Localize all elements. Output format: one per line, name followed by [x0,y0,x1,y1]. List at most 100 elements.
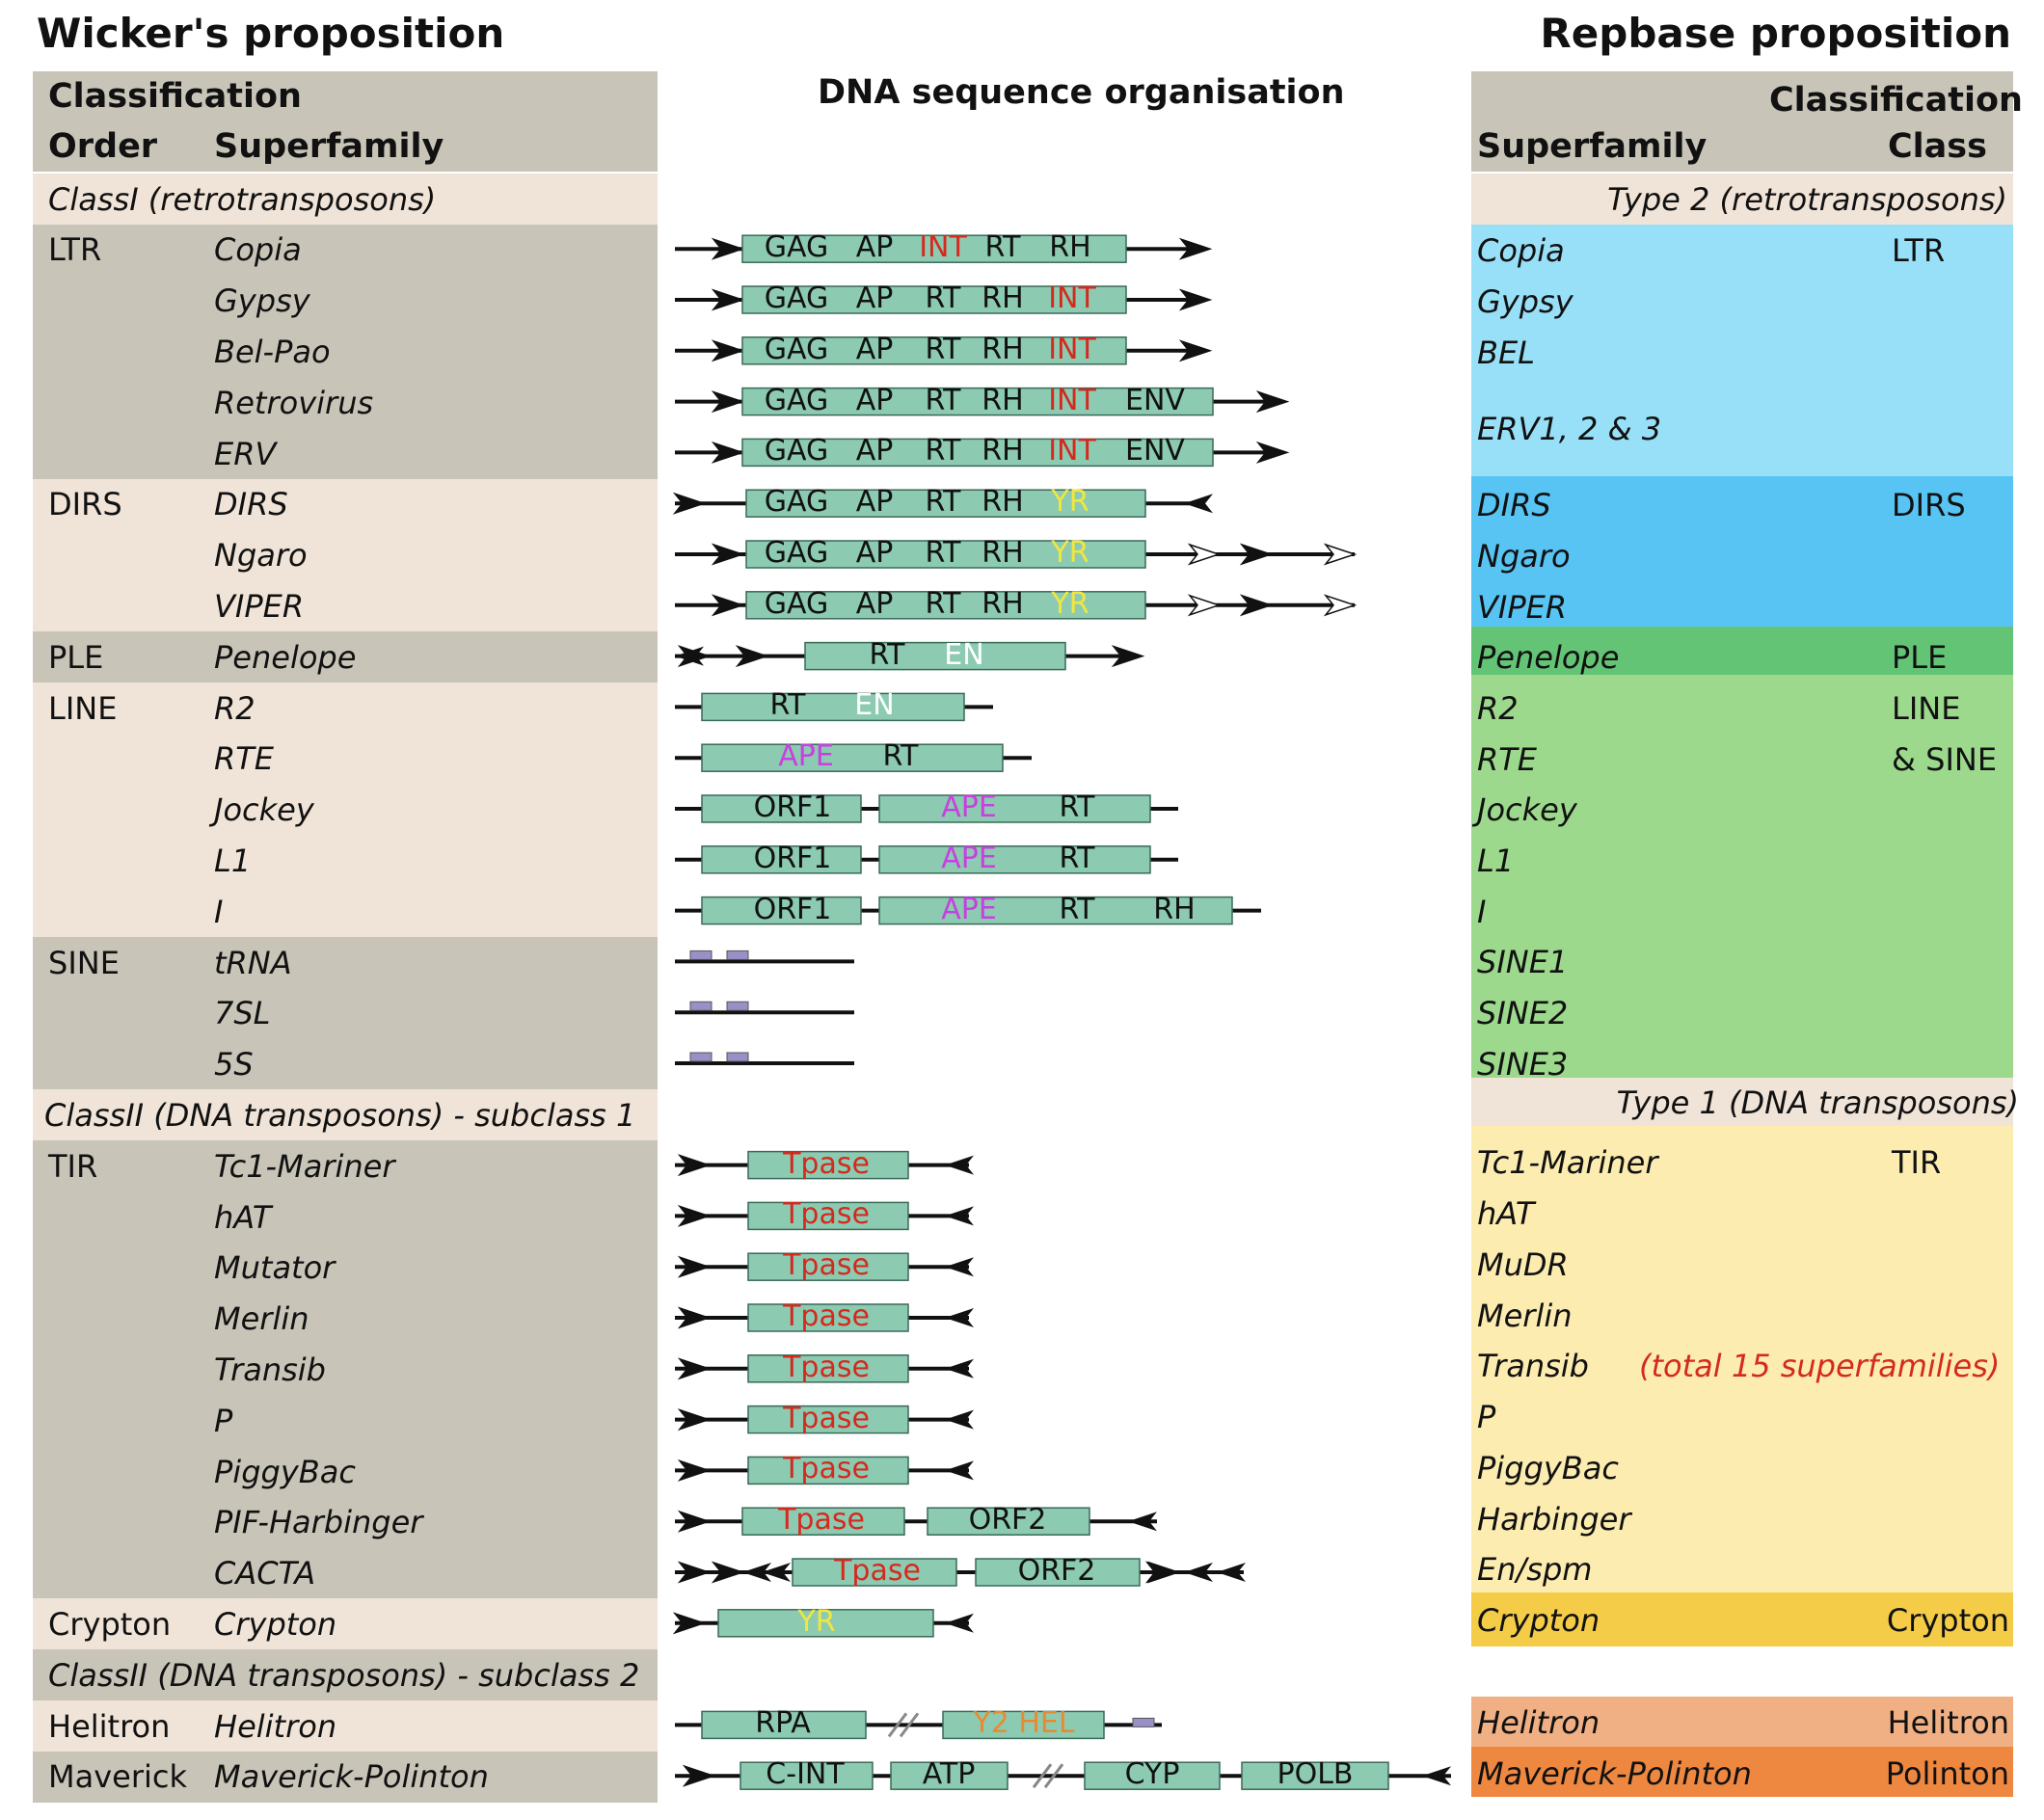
gene-label: Tpase [834,1554,921,1588]
right-superfamily-label: VIPER [1477,589,1568,626]
right-superfamily-label: Jockey [1477,791,1577,828]
left-band [33,1751,658,1803]
gene-label: ORF2 [968,1503,1047,1538]
left-superfamily-label: I [214,893,224,930]
middle-title: DNA sequence organisation [818,73,1345,112]
right-note: (total 15 superfamilies) [1639,1348,2001,1384]
right-band [1471,174,2013,225]
ltr-arrow [677,1306,712,1329]
ltr-arrow [711,543,745,566]
left-header-order: Order [48,127,158,166]
left-band [33,224,658,479]
gene-label: RT [769,688,806,723]
gene-label: GAG [764,230,829,265]
left-order-label: Crypton [48,1605,172,1643]
gene-label: AP [855,586,894,621]
gene-label: RT [882,739,919,774]
right-section-label: Type 1 (DNA transposons) [1616,1084,2019,1121]
box-motif [689,1001,713,1011]
gene-box [747,1252,909,1281]
right-superfamily-label: RTE [1477,741,1537,778]
gene-box [747,1456,909,1485]
left-band [33,1598,658,1650]
gene-label: RT [1059,892,1095,926]
right-superfamily-label: DIRS [1477,487,1551,523]
gene-label: AP [855,485,894,520]
gene-label: AP [855,281,894,315]
right-superfamily-label: Transib [1477,1348,1589,1384]
ltr-arrow [672,1612,707,1635]
left-header-classification: Classification [48,77,302,116]
right-superfamily-label: Ngaro [1477,538,1571,575]
gene-box [741,438,1214,468]
ltr-arrow [1144,1561,1179,1584]
ltr-arrow [677,1459,712,1482]
gene-label: INT [1048,434,1096,468]
left-order-label: DIRS [48,486,122,523]
right-superfamily-label: MuDR [1477,1246,1569,1283]
right-class-label: PLE [1892,639,1948,676]
right-superfamily-label: Tc1-Mariner [1477,1144,1658,1181]
left-superfamily-label: Jockey [214,791,314,829]
ltr-arrow [677,1510,712,1533]
left-order-label: PLE [48,638,104,676]
gene-box [878,794,1151,823]
ltr-arrow [677,645,712,668]
left-band [33,478,658,632]
ltr-arrow [1178,237,1213,260]
left-superfamily-label: Gypsy [214,282,310,320]
gene-label: ENV [1125,383,1185,417]
gene-label: GAG [764,434,829,468]
gene-label: AP [855,536,894,570]
gene-box [747,1150,909,1180]
ltr-arrow [1178,288,1213,311]
left-superfamily-label: PiggyBac [214,1453,356,1490]
gene-label: ORF1 [753,790,832,824]
right-band [1471,1126,2013,1592]
gene-box [745,591,1146,620]
right-superfamily-label: Harbinger [1477,1501,1631,1538]
gene-label: GAG [764,281,829,315]
gene-label: Tpase [783,1146,870,1181]
gene-label: YR [797,1604,836,1639]
left-header-band [33,71,658,172]
left-order-label: Helitron [48,1707,171,1745]
gene-box [701,692,965,722]
left-order-label: TIR [48,1147,98,1185]
left-order-label: LINE [48,689,118,727]
left-band [33,1089,658,1141]
left-superfamily-label: hAT [214,1198,272,1236]
right-superfamily-label: Crypton [1477,1602,1600,1639]
right-superfamily-label: I [1477,894,1487,930]
right-header-band [1471,71,2013,172]
right-band [1471,476,2013,627]
box-motif [726,950,749,960]
gene-label: ORF1 [753,892,832,926]
gene-label: APE [778,739,834,774]
gap-slash [887,1712,920,1738]
right-class-label: Crypton [1886,1602,2009,1639]
right-header-superfamily: Superfamily [1477,127,1708,166]
right-band [1471,1697,2013,1747]
gene-label: RT [925,332,961,366]
gene-box [741,234,1127,263]
gene-label: RT [1059,790,1095,824]
gene-label: GAG [764,383,829,417]
gene-box [741,285,1127,314]
gene-label: GAG [764,586,829,621]
gene-box [717,1609,934,1638]
ltr-arrow [711,237,745,260]
gene-box [701,743,1004,772]
right-superfamily-label: Penelope [1477,639,1620,676]
gene-label: INT [1048,383,1096,417]
gene-box [701,896,862,925]
gene-label: RT [925,586,961,621]
left-band [33,937,658,1090]
right-band [1471,1747,2013,1797]
left-superfamily-label: R2 [214,689,256,727]
ltr-arrow [711,1561,745,1584]
ltr-arrow [672,492,707,515]
right-superfamily-label: Maverick-Polinton [1477,1755,1752,1792]
gene-label: YR [1051,586,1089,621]
gene-label: ORF2 [1017,1554,1096,1588]
